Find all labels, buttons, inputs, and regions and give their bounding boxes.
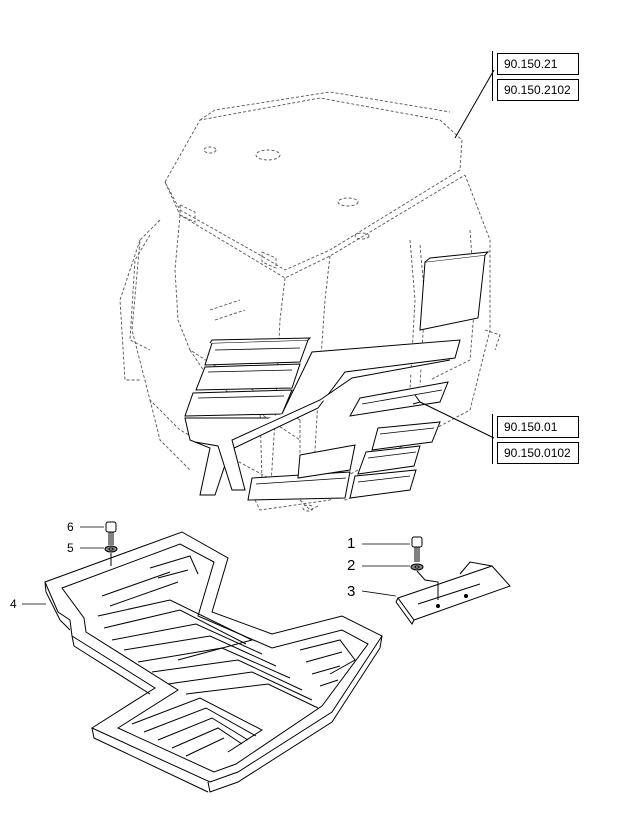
- cab-floor-panels: [184, 251, 490, 501]
- washer-2: [410, 563, 439, 600]
- reference-bracket-top: [492, 51, 493, 101]
- callout-leaders: [22, 526, 410, 605]
- reference-box-90-150-2102[interactable]: 90.150.2102: [497, 79, 579, 101]
- callout-6: 6: [67, 520, 74, 534]
- washer-5: [104, 545, 118, 566]
- reference-box-90-150-21[interactable]: 90.150.21: [497, 53, 579, 75]
- reference-box-90-150-0102[interactable]: 90.150.0102: [497, 442, 579, 464]
- bolt-1: [411, 536, 423, 562]
- reference-bracket-bottom: [492, 414, 493, 464]
- reference-box-90-150-01[interactable]: 90.150.01: [497, 416, 579, 438]
- callout-4: 4: [10, 597, 17, 611]
- cab-floor-shadow-lines: [197, 347, 443, 485]
- reference-leader-lines: [412, 69, 495, 439]
- bolt-6: [105, 521, 117, 545]
- bracket-plate-3: [395, 561, 511, 625]
- floor-mat: [44, 531, 383, 793]
- callout-1: 1: [347, 535, 356, 552]
- callout-3: 3: [347, 583, 356, 600]
- callout-2: 2: [347, 557, 356, 574]
- callout-5: 5: [67, 541, 74, 555]
